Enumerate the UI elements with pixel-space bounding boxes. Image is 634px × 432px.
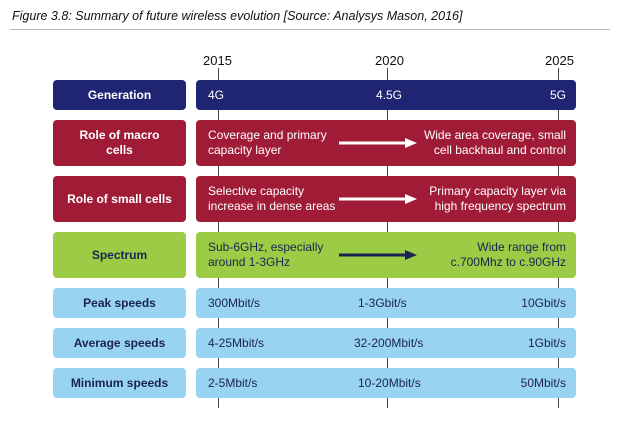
minimum-speeds-2015: 2-5Mbit/s [208,376,258,390]
macro-cells-label-line2: cells [106,143,133,157]
macro-cells-label: Role of macro cells [53,120,186,166]
minimum-speeds-2020: 10-20Mbit/s [358,376,421,390]
tick-2020-gap-1 [387,110,388,120]
spectrum-future: Wide range from c.700Mhz to c.90GHz [450,240,566,269]
small-cells-label: Role of small cells [53,176,186,222]
average-speeds-2025: 1Gbit/s [527,336,566,350]
peak-speeds-label: Peak speeds [53,288,186,318]
tick-2025-gap-1 [558,110,559,120]
macro-cells-current: Coverage and primary capacity layer [208,128,327,157]
minimum-speeds-bar [196,368,576,398]
spectrum-arrow-icon [339,250,417,260]
peak-speeds-2015: 300Mbit/s [208,296,261,310]
minimum-speeds-2025: 50Mbit/s [520,376,566,390]
generation-2020: 4.5G [376,88,403,102]
small-cells-arrow-icon [339,194,417,204]
tick-2015-gap-1 [218,110,219,120]
figure-caption: Figure 3.8: Summary of future wireless e… [12,9,463,23]
generation-bar [196,80,576,110]
minimum-speeds-label: Minimum speeds [53,368,186,398]
generation-2015: 4G [208,88,225,102]
generation-label: Generation [53,80,186,110]
peak-speeds-bar [196,288,576,318]
year-2025: 2025 [545,53,574,68]
macro-cells-future: Wide area coverage, small cell backhaul … [423,128,566,157]
macro-cells-label-line1: Role of macro [79,128,160,142]
average-speeds-label: Average speeds [53,328,186,358]
peak-speeds-2020: 1-3Gbit/s [358,296,407,310]
spectrum-current: Sub-6GHz, especially around 1-3GHz [208,240,324,269]
spectrum-label: Spectrum [53,232,186,278]
caption-divider [10,29,610,30]
macro-cells-arrow-icon [339,138,417,148]
year-2015: 2015 [203,53,232,68]
small-cells-current: Selective capacity increase in dense are… [208,184,336,213]
average-speeds-2015: 4-25Mbit/s [208,336,265,350]
peak-speeds-2025: 10Gbit/s [521,296,566,310]
average-speeds-2020: 32-200Mbit/s [354,336,424,350]
year-2020: 2020 [375,53,404,68]
average-speeds-bar [196,328,576,358]
generation-2025: 5G [549,88,566,102]
small-cells-future: Primary capacity layer via high frequenc… [429,184,566,213]
